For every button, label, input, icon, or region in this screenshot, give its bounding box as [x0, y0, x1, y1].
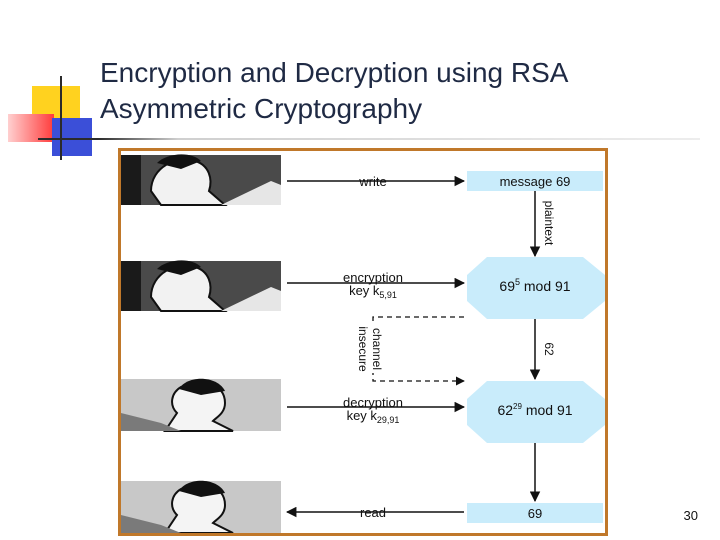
insecure-channel-label-bg — [335, 325, 393, 373]
label-decryption-key: key k29,91 — [347, 408, 400, 425]
read-box — [467, 503, 603, 523]
insecure-channel-label: insecure channel — [356, 326, 384, 372]
ciphertext-label-text: 62 — [542, 342, 556, 356]
decor-blue-square — [52, 118, 92, 156]
label-decryption: decryption — [343, 395, 403, 410]
encryption-formula: 695 mod 91 — [499, 277, 570, 294]
encryption-octagon — [467, 257, 605, 319]
decryption-formula-rest: mod 91 — [522, 402, 573, 418]
decryption-formula-base: 62 — [497, 402, 513, 418]
read-box-text: 69 — [528, 506, 542, 521]
label-write: write — [358, 174, 386, 189]
plaintext-label: plaintext — [542, 201, 556, 246]
ciphertext-label: 62 — [542, 342, 556, 356]
decor-vertical-line — [60, 76, 62, 160]
message-box-text: message 69 — [500, 174, 571, 189]
insecure-channel-line2: channel — [370, 328, 384, 370]
slide-title-line1: Encryption and Decryption using RSA — [100, 57, 569, 88]
person-panel-writer — [121, 154, 281, 206]
person-panel-reader — [121, 480, 281, 533]
slide-title-line2: Asymmetric Cryptography — [100, 93, 423, 124]
decryption-octagon — [467, 381, 605, 443]
page-number: 30 — [683, 508, 698, 523]
encryption-formula-rest: mod 91 — [520, 278, 571, 294]
insecure-channel-path — [372, 316, 465, 386]
decor-horizontal-line — [38, 138, 700, 140]
message-box — [467, 171, 603, 191]
label-encryption-key-sub: 5,91 — [379, 290, 397, 300]
encryption-formula-exp: 5 — [515, 277, 520, 287]
rsa-diagram-svg: write encryption key k5,91 decryption ke… — [121, 154, 605, 533]
label-read: read — [360, 505, 386, 520]
encryption-formula-base: 69 — [499, 278, 515, 294]
plaintext-label-text: plaintext — [542, 201, 556, 246]
rsa-diagram: write encryption key k5,91 decryption ke… — [118, 148, 608, 536]
label-decryption-key-text: key k — [347, 408, 378, 423]
person-panel-decryptor — [121, 378, 281, 432]
decor-red-square — [8, 114, 54, 142]
insecure-channel-line1: insecure — [356, 326, 370, 372]
label-decryption-key-sub: 29,91 — [377, 415, 400, 425]
person-panel-encryptor — [121, 260, 281, 312]
label-encryption-key-text: key k — [349, 283, 380, 298]
decryption-formula-exp: 29 — [513, 402, 522, 411]
label-encryption: encryption — [343, 270, 403, 285]
slide-title: Encryption and Decryption using RSA Asym… — [100, 55, 700, 127]
decryption-formula: 6229 mod 91 — [497, 402, 572, 418]
label-encryption-key: key k5,91 — [349, 283, 397, 300]
